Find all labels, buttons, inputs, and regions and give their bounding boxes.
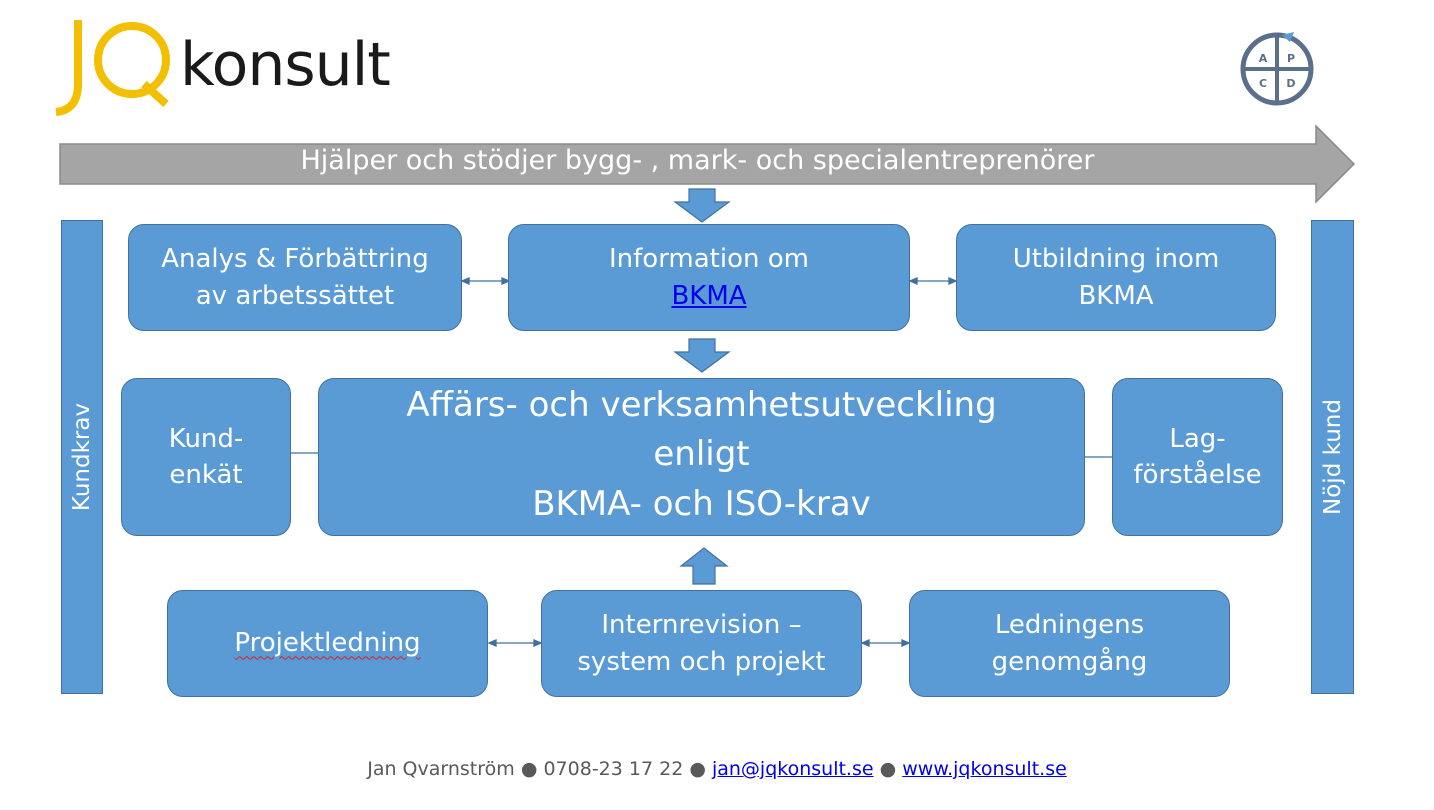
- lag-line-1: Lag-: [1169, 423, 1226, 454]
- footer-phone: 0708-23 17 22: [543, 758, 684, 780]
- banner-arrow: [59, 124, 1356, 204]
- ledningens-line-2: genomgång: [991, 646, 1148, 677]
- utbildning-line-1: Utbildning inom: [1012, 244, 1220, 275]
- logo-wordmark: konsult: [180, 30, 391, 100]
- kundenkat-line-2: enkät: [169, 460, 243, 490]
- kundenkat-line-1: Kund-: [168, 423, 244, 454]
- pdca-cycle-icon: A P C D: [1240, 32, 1314, 106]
- side-bar-nojd-kund: Nöjd kund: [1311, 220, 1354, 694]
- arrow-down-2: [673, 338, 731, 373]
- analys-line-1: Analys & Förbättring: [161, 244, 429, 275]
- footer-sep-1: ●: [514, 758, 544, 780]
- footer-sep-2: ●: [683, 758, 712, 780]
- box-information-bkma: Information om BKMA: [508, 224, 910, 331]
- information-line-1: Information om: [608, 244, 809, 275]
- box-projektledning: Projektledning: [167, 590, 488, 697]
- bkma-link[interactable]: BKMA: [671, 280, 747, 311]
- analys-line-2: av arbetssättet: [195, 280, 395, 311]
- internrevision-line-2: system och projekt: [577, 646, 826, 677]
- box-lagforstaelse: Lag- förståelse: [1112, 378, 1283, 536]
- box-utbildning-bkma: Utbildning inom BKMA: [956, 224, 1276, 331]
- footer-web-link[interactable]: www.jqkonsult.se: [902, 758, 1067, 780]
- utbildning-line-2: BKMA: [1078, 280, 1154, 311]
- side-bar-kundkrav: Kundkrav: [61, 220, 103, 694]
- center-line-3: BKMA- och ISO-krav: [532, 483, 871, 524]
- internrevision-line-1: Internrevision –: [601, 610, 802, 641]
- footer-name: Jan Qvarnström: [367, 758, 515, 780]
- footer-contact: Jan Qvarnström ● 0708-23 17 22 ● jan@jqk…: [0, 758, 1434, 780]
- footer-sep-3: ●: [873, 758, 903, 780]
- box-internrevision: Internrevision – system och projekt: [541, 590, 862, 697]
- center-line-1: Affärs- och verksamhetsutveckling: [406, 385, 997, 425]
- projektledning-label: Projektledning: [234, 628, 421, 659]
- ledningens-line-1: Ledningens: [994, 610, 1145, 641]
- arrow-up: [679, 547, 729, 585]
- banner-text: Hjälper och stödjer bygg- , mark- och sp…: [300, 145, 1095, 176]
- lag-line-2: förståelse: [1133, 460, 1262, 490]
- box-analys-forbattring: Analys & Förbättring av arbetssättet: [128, 224, 462, 331]
- arrow-down-1: [673, 188, 731, 223]
- footer-email-link[interactable]: jan@jqkonsult.se: [711, 758, 874, 780]
- jq-logo-mark: [55, 20, 170, 116]
- pdca-c: C: [1259, 77, 1267, 90]
- pdca-d: D: [1286, 77, 1295, 90]
- box-affars-verksamhetsutveckling: Affärs- och verksamhetsutveckling enligt…: [318, 378, 1085, 536]
- box-ledningens-genomgang: Ledningens genomgång: [909, 590, 1230, 697]
- center-line-2: enligt: [653, 434, 750, 475]
- box-kundenkat: Kund- enkät: [121, 378, 291, 536]
- pdca-p: P: [1287, 52, 1295, 65]
- pdca-a: A: [1259, 52, 1268, 65]
